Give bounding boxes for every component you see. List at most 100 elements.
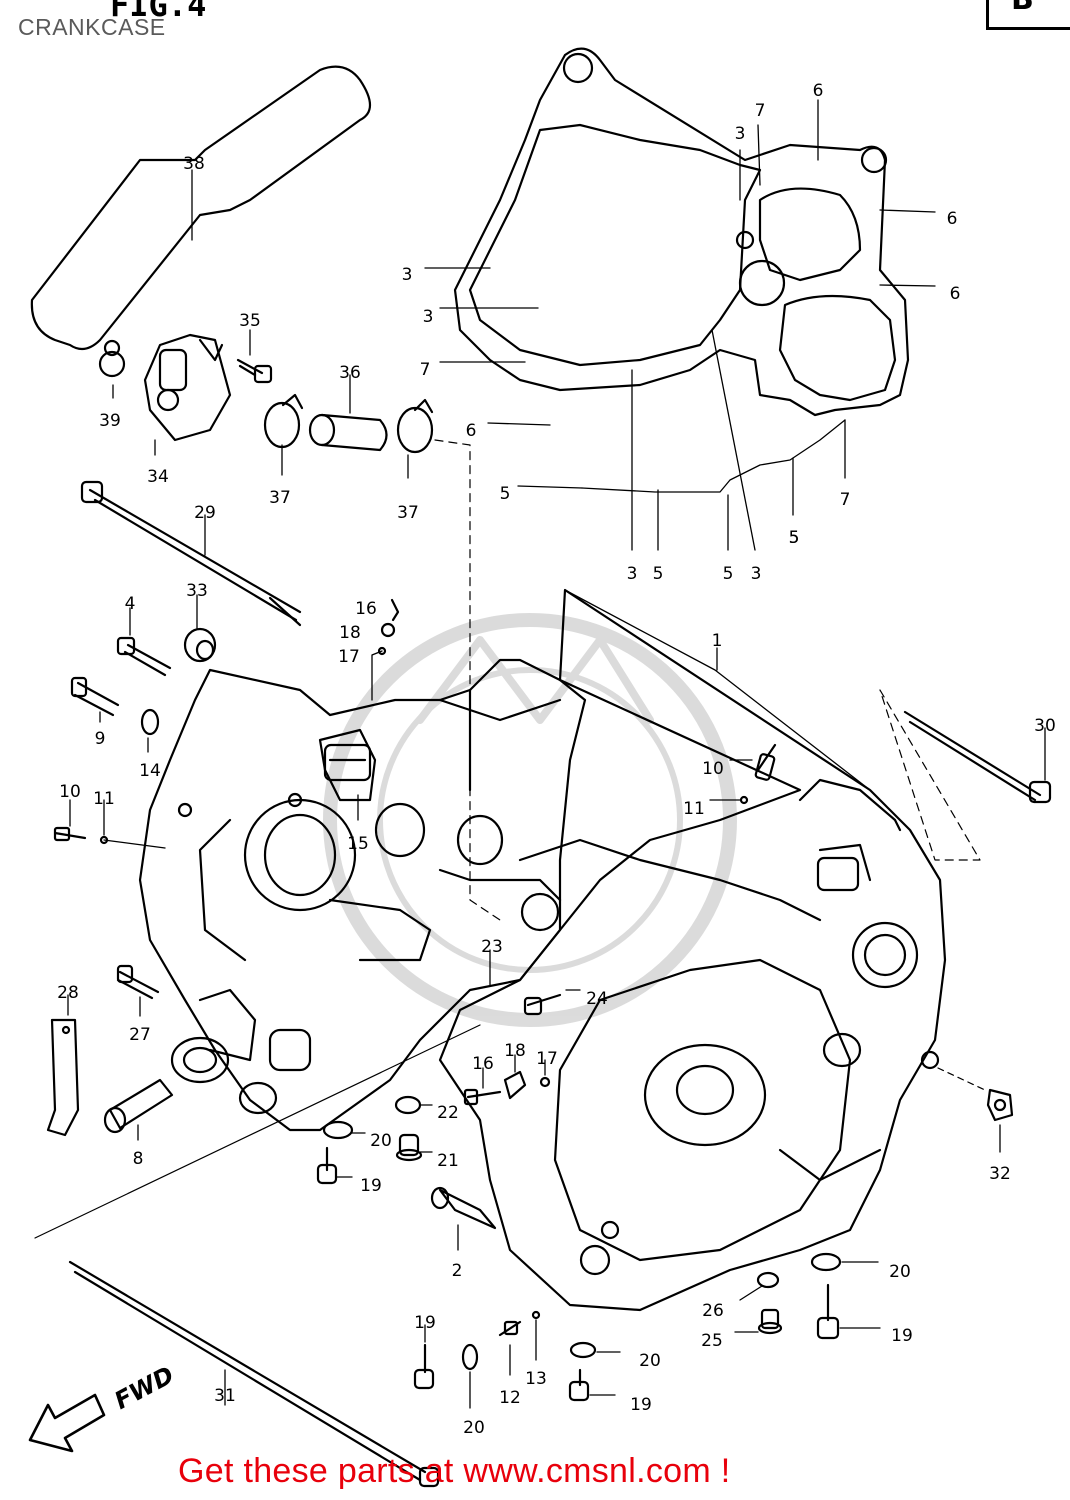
stud-bolt-29 bbox=[80, 480, 302, 627]
callout-28: 28 bbox=[57, 983, 79, 1003]
washer-20d bbox=[461, 1343, 479, 1371]
watermark-logo bbox=[323, 613, 737, 1027]
callout-37b: 37 bbox=[397, 503, 419, 523]
bolt-19b bbox=[816, 1283, 840, 1340]
callout-12: 12 bbox=[499, 1388, 521, 1408]
callout-5a: 5 bbox=[500, 484, 511, 504]
oring-17-mid bbox=[539, 1076, 551, 1088]
screw-16-mid bbox=[463, 1088, 502, 1106]
callout-21: 21 bbox=[437, 1151, 459, 1171]
callout-16b: 16 bbox=[472, 1054, 494, 1074]
callout-35: 35 bbox=[239, 311, 261, 331]
crankcase-right-half bbox=[438, 588, 947, 1312]
pin-12 bbox=[498, 1320, 522, 1337]
callout-20c: 20 bbox=[639, 1351, 661, 1371]
callout-1: 1 bbox=[712, 631, 723, 651]
callout-26: 26 bbox=[702, 1301, 724, 1321]
callout-17b: 17 bbox=[536, 1049, 558, 1069]
bracket-28 bbox=[46, 1018, 80, 1137]
footer-link[interactable]: Get these parts at www.cmsnl.com ! bbox=[178, 1452, 731, 1490]
dowel-2 bbox=[430, 1186, 497, 1230]
figure-number: FIG.4 bbox=[110, 0, 207, 24]
oring-17-top bbox=[377, 646, 387, 656]
washer-18-top bbox=[380, 622, 396, 638]
callout-33: 33 bbox=[186, 581, 208, 601]
union-27 bbox=[116, 964, 160, 1000]
callout-11a: 11 bbox=[93, 789, 115, 809]
bolt-19c bbox=[413, 1343, 435, 1390]
washer-20b bbox=[810, 1252, 842, 1272]
short-hose-36 bbox=[308, 413, 388, 452]
breather-plug bbox=[98, 350, 126, 378]
callout-20d: 20 bbox=[463, 1418, 485, 1438]
stud-bolt-31 bbox=[68, 1260, 440, 1488]
washer-20c bbox=[569, 1341, 597, 1359]
callout-10b: 10 bbox=[702, 759, 724, 779]
pin-10-right bbox=[754, 743, 777, 781]
callout-20b: 20 bbox=[889, 1262, 911, 1282]
callout-7b: 7 bbox=[420, 360, 431, 380]
plug-25 bbox=[757, 1308, 783, 1335]
washer-22 bbox=[394, 1095, 422, 1115]
callout-24: 24 bbox=[586, 989, 608, 1009]
nut-32 bbox=[986, 1088, 1014, 1122]
callout-22: 22 bbox=[437, 1103, 459, 1123]
oil-pressure-switch-15 bbox=[323, 743, 372, 782]
plug-21 bbox=[395, 1133, 423, 1162]
callout-34: 34 bbox=[147, 467, 169, 487]
bolt-19d bbox=[568, 1368, 590, 1402]
callout-18a: 18 bbox=[339, 623, 361, 643]
callout-7c: 7 bbox=[840, 490, 851, 510]
callout-8: 8 bbox=[133, 1149, 144, 1169]
crankcase-left-half bbox=[138, 658, 587, 1132]
callout-30: 30 bbox=[1034, 716, 1056, 736]
pipe-8 bbox=[103, 1078, 174, 1134]
callout-7a: 7 bbox=[755, 101, 766, 121]
crankcase-gasket bbox=[453, 47, 910, 417]
callout-29: 29 bbox=[194, 503, 216, 523]
screw-16-top bbox=[390, 598, 400, 622]
callout-3b: 3 bbox=[402, 265, 413, 285]
callout-6d: 6 bbox=[466, 421, 477, 441]
callout-19a: 19 bbox=[360, 1176, 382, 1196]
oring-11-right bbox=[739, 795, 749, 805]
leader-1 bbox=[564, 589, 871, 791]
washer-26 bbox=[756, 1271, 780, 1289]
callout-31: 31 bbox=[214, 1386, 236, 1406]
bolt-4 bbox=[116, 636, 172, 677]
callout-3c: 3 bbox=[423, 307, 434, 327]
callout-39: 39 bbox=[99, 411, 121, 431]
callout-27: 27 bbox=[129, 1025, 151, 1045]
callout-11b: 11 bbox=[683, 799, 705, 819]
callout-10a: 10 bbox=[59, 782, 81, 802]
callout-15: 15 bbox=[347, 834, 369, 854]
assembly-guide-line bbox=[434, 439, 501, 921]
callout-14: 14 bbox=[139, 761, 161, 781]
section-letter-box: B bbox=[986, 0, 1070, 30]
callout-5b: 5 bbox=[789, 528, 800, 548]
callout-3e: 3 bbox=[751, 564, 762, 584]
fitting-9 bbox=[70, 676, 120, 717]
callout-19c: 19 bbox=[414, 1313, 436, 1333]
pin-10-left bbox=[53, 826, 87, 842]
callout-6b: 6 bbox=[947, 209, 958, 229]
washer-14 bbox=[140, 708, 160, 736]
gasket-leader-lines bbox=[424, 99, 936, 551]
dowel-33 bbox=[183, 627, 217, 663]
callout-9: 9 bbox=[95, 729, 106, 749]
washer-20a bbox=[322, 1120, 354, 1140]
callout-38: 38 bbox=[183, 154, 205, 174]
callout-13: 13 bbox=[525, 1369, 547, 1389]
callout-19b: 19 bbox=[891, 1326, 913, 1346]
oring-13 bbox=[531, 1310, 541, 1320]
callout-25: 25 bbox=[701, 1331, 723, 1351]
fwd-label: FWD bbox=[110, 1361, 179, 1415]
callout-37a: 37 bbox=[269, 488, 291, 508]
callout-23: 23 bbox=[481, 937, 503, 957]
callout-16a: 16 bbox=[355, 599, 377, 619]
callout-5c: 5 bbox=[653, 564, 664, 584]
breather-cover bbox=[143, 333, 232, 442]
callout-5d: 5 bbox=[723, 564, 734, 584]
callout-32: 32 bbox=[989, 1164, 1011, 1184]
